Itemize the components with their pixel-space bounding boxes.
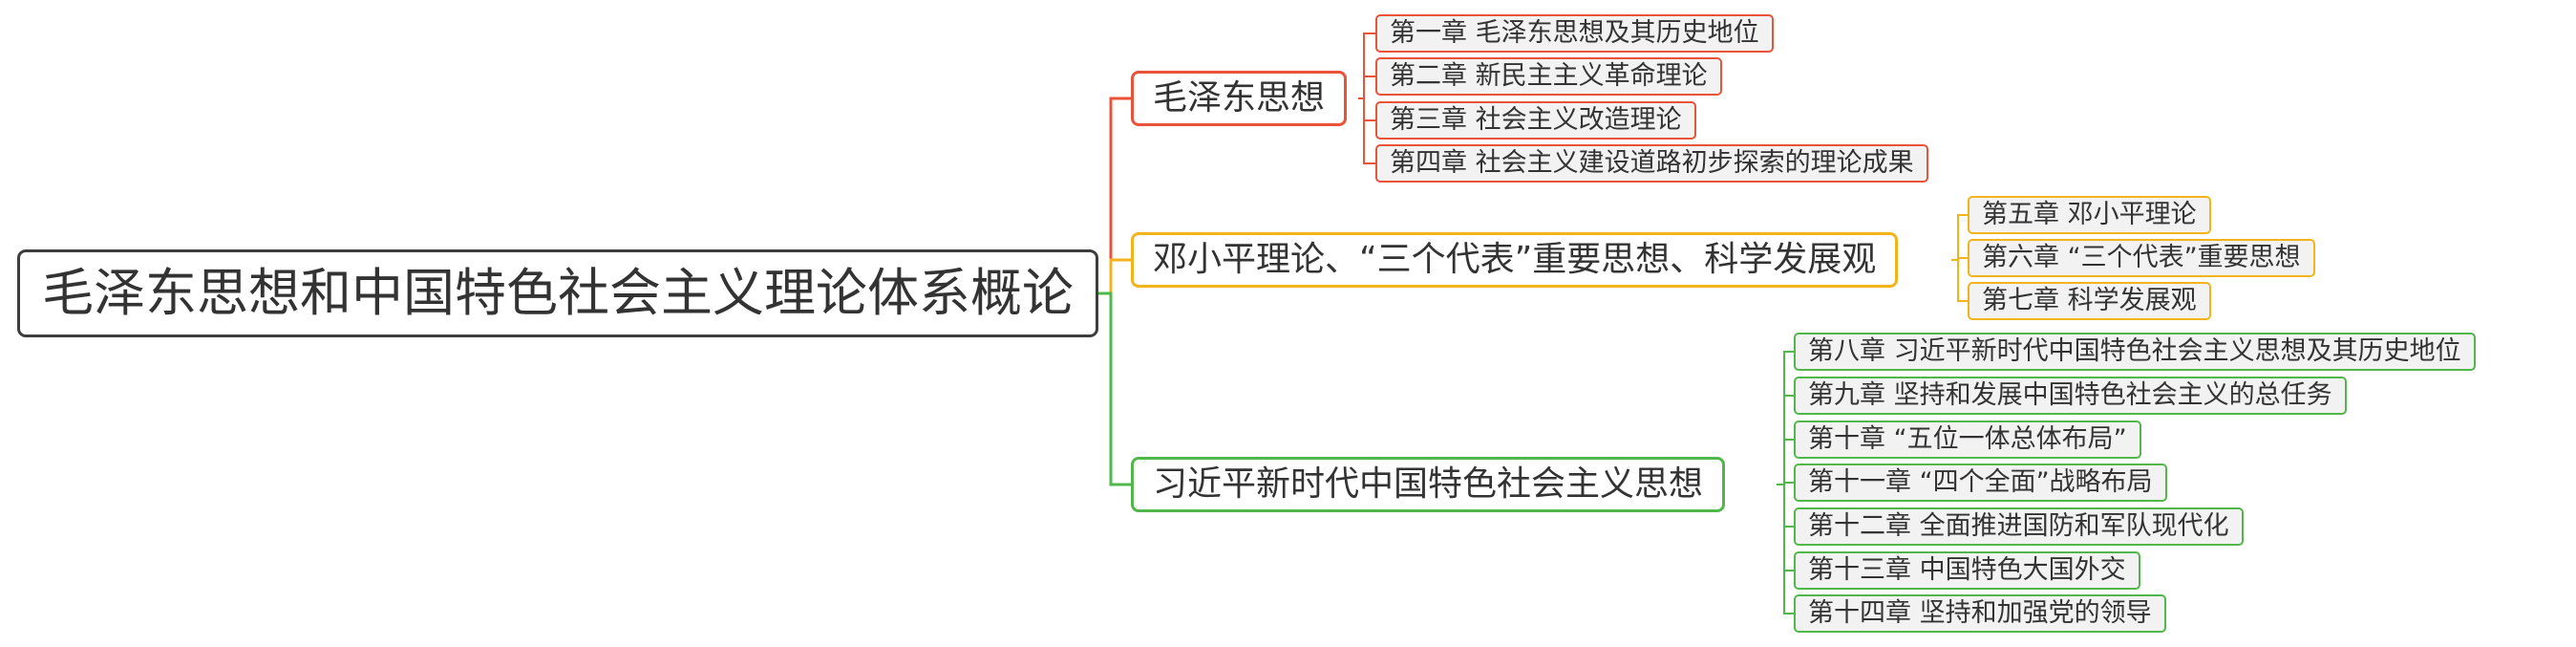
chapter-12[interactable]: 第十二章 全面推进国防和军队现代化 — [1794, 507, 2244, 546]
chapter-8[interactable]: 第八章 习近平新时代中国特色社会主义思想及其历史地位 — [1794, 333, 2476, 371]
branch-xi-thought[interactable]: 习近平新时代中国特色社会主义思想 — [1131, 457, 1726, 512]
chapter-5[interactable]: 第五章 邓小平理论 — [1968, 196, 2211, 234]
chapter-2[interactable]: 第二章 新民主主义革命理论 — [1375, 57, 1722, 96]
chapter-1[interactable]: 第一章 毛泽东思想及其历史地位 — [1375, 14, 1774, 53]
chapter-3[interactable]: 第三章 社会主义改造理论 — [1375, 101, 1696, 140]
chapter-14[interactable]: 第十四章 坚持和加强党的领导 — [1794, 594, 2166, 633]
chapter-7[interactable]: 第七章 科学发展观 — [1968, 282, 2211, 320]
chapter-4[interactable]: 第四章 社会主义建设道路初步探索的理论成果 — [1375, 144, 1928, 183]
chapter-11[interactable]: 第十一章 “四个全面”战略布局 — [1794, 464, 2167, 502]
chapter-10[interactable]: 第十章 “五位一体总体布局” — [1794, 421, 2141, 459]
chapter-13[interactable]: 第十三章 中国特色大国外交 — [1794, 551, 2140, 590]
branch-deng-theory[interactable]: 邓小平理论、“三个代表”重要思想、科学发展观 — [1131, 232, 1899, 288]
chapter-6[interactable]: 第六章 “三个代表”重要思想 — [1968, 239, 2315, 277]
root-topic[interactable]: 毛泽东思想和中国特色社会主义理论体系概论 — [17, 249, 1098, 337]
branch-mao-thought[interactable]: 毛泽东思想 — [1131, 71, 1348, 126]
chapter-9[interactable]: 第九章 坚持和发展中国特色社会主义的总任务 — [1794, 377, 2347, 415]
